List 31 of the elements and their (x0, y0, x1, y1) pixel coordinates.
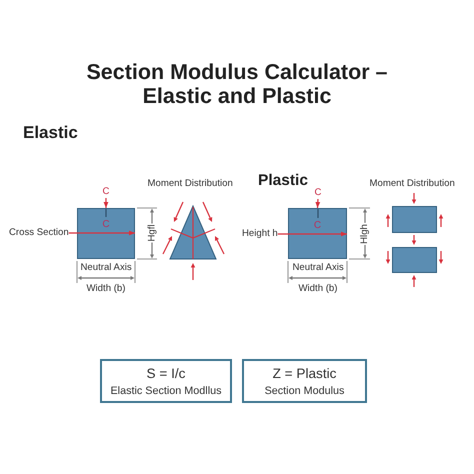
dimension-label: Hlgh (358, 223, 371, 245)
dimension-label: Hgfl (146, 223, 158, 243)
stress-block (392, 247, 437, 273)
distance-label: C (102, 186, 110, 198)
axis-label: Neutral Axis (292, 262, 344, 274)
dimension-label: Width (b) (298, 283, 338, 295)
page-title: Section Modulus Calculator – Elastic and Plastic (85, 60, 389, 108)
dimension-label: Width (b) (86, 283, 126, 295)
formula-text: S = I/c (146, 365, 186, 383)
distance-label: C (314, 220, 322, 232)
arrow (315, 198, 320, 208)
formula-text: Z = Plastic (272, 365, 336, 383)
callout-label: Height h (242, 228, 278, 240)
formula-caption: Section Modulus (264, 384, 344, 398)
diagram-heading: Moment Distribution (148, 178, 233, 190)
stress-block (392, 206, 437, 233)
distance-label: C (102, 219, 110, 231)
arrow (104, 198, 108, 208)
leader-arrow (68, 230, 135, 236)
section-heading: Elastic (23, 123, 78, 143)
callout-label: Cross Section (9, 227, 69, 239)
diagram-heading: Moment Distribution (370, 178, 455, 190)
formula-box (242, 359, 367, 403)
leader-arrow (278, 232, 347, 236)
cross-section-rect (288, 208, 347, 259)
axis-label: Neutral Axis (80, 262, 132, 274)
formula-box (100, 359, 232, 403)
cross-section-rect (77, 208, 135, 259)
formula-caption: Elastic Section Modllus (110, 384, 222, 398)
distance-label: C (314, 187, 322, 199)
section-heading: Plastic (258, 172, 308, 190)
